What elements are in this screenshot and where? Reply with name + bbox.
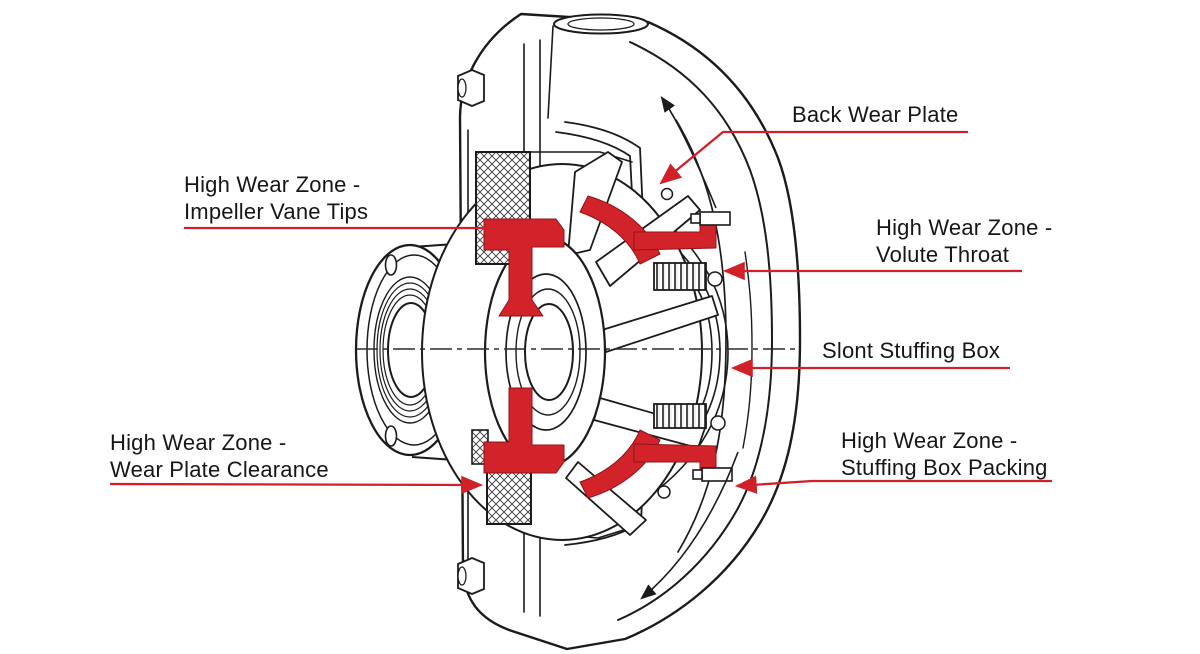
label-back-wear-plate: Back Wear Plate (792, 101, 958, 128)
flange-bolt-hole (384, 425, 398, 447)
leader-wear-plate-clearance (109, 475, 484, 495)
volute-wall-arc (617, 41, 773, 621)
screw-bottom (657, 485, 671, 499)
screw-top (660, 187, 674, 201)
flange-bolt-hole (384, 254, 398, 276)
leader-back-wear-plate (659, 130, 968, 185)
gland-ribs-top (653, 262, 707, 291)
label-impeller-vane-tips-line2: Impeller Vane Tips (184, 199, 369, 224)
label-volute-throat-line1: High Wear Zone - (876, 215, 1053, 240)
impeller-eye (524, 303, 574, 401)
label-wear-plate-clearance-line1: High Wear Zone - (110, 430, 287, 455)
label-back-wear-plate-text: Back Wear Plate (792, 102, 959, 127)
wear-zones (483, 195, 717, 499)
leader-stuffing-box-packing (734, 475, 1052, 494)
casing-hole-right-bottom (710, 415, 726, 431)
wear-zone-impeller-vane-tips (483, 218, 565, 317)
label-stuffing-box: Slont Stuffing Box (822, 337, 1000, 364)
label-impeller-vane-tips: High Wear Zone - Impeller Vane Tips (184, 171, 368, 225)
label-stuffing-box-packing-line2: Stuffing Box Packing (841, 455, 1048, 480)
label-stuffing-box-text: Slont Stuffing Box (822, 338, 1001, 363)
leader-lines (109, 130, 1052, 495)
hardware (457, 69, 733, 595)
label-stuffing-box-packing: High Wear Zone - Stuffing Box Packing (841, 427, 1048, 481)
label-volute-throat: High Wear Zone - Volute Throat (876, 214, 1052, 268)
wear-zone-wear-plate-clearance (483, 387, 565, 474)
label-impeller-vane-tips-line1: High Wear Zone - (184, 172, 361, 197)
label-wear-plate-clearance: High Wear Zone - Wear Plate Clearance (110, 429, 329, 483)
casing-hole-right-top (707, 271, 723, 287)
hex-bolt-top-left (457, 69, 485, 107)
label-stuffing-box-packing-line1: High Wear Zone - (841, 428, 1018, 453)
label-wear-plate-clearance-line2: Wear Plate Clearance (110, 457, 329, 482)
rotation-arrows (640, 96, 739, 600)
rotation-arrow-bottom (640, 451, 739, 600)
label-volute-throat-line2: Volute Throat (876, 242, 1010, 267)
bolt-volute-top (690, 211, 731, 226)
hex-bolt-bottom-left (457, 557, 485, 595)
gland-ribs-bottom (653, 403, 707, 429)
wear-plate-packing-bottom (486, 471, 532, 525)
bolt-volute-bottom (692, 467, 733, 482)
rotation-arrow-top (660, 96, 717, 209)
